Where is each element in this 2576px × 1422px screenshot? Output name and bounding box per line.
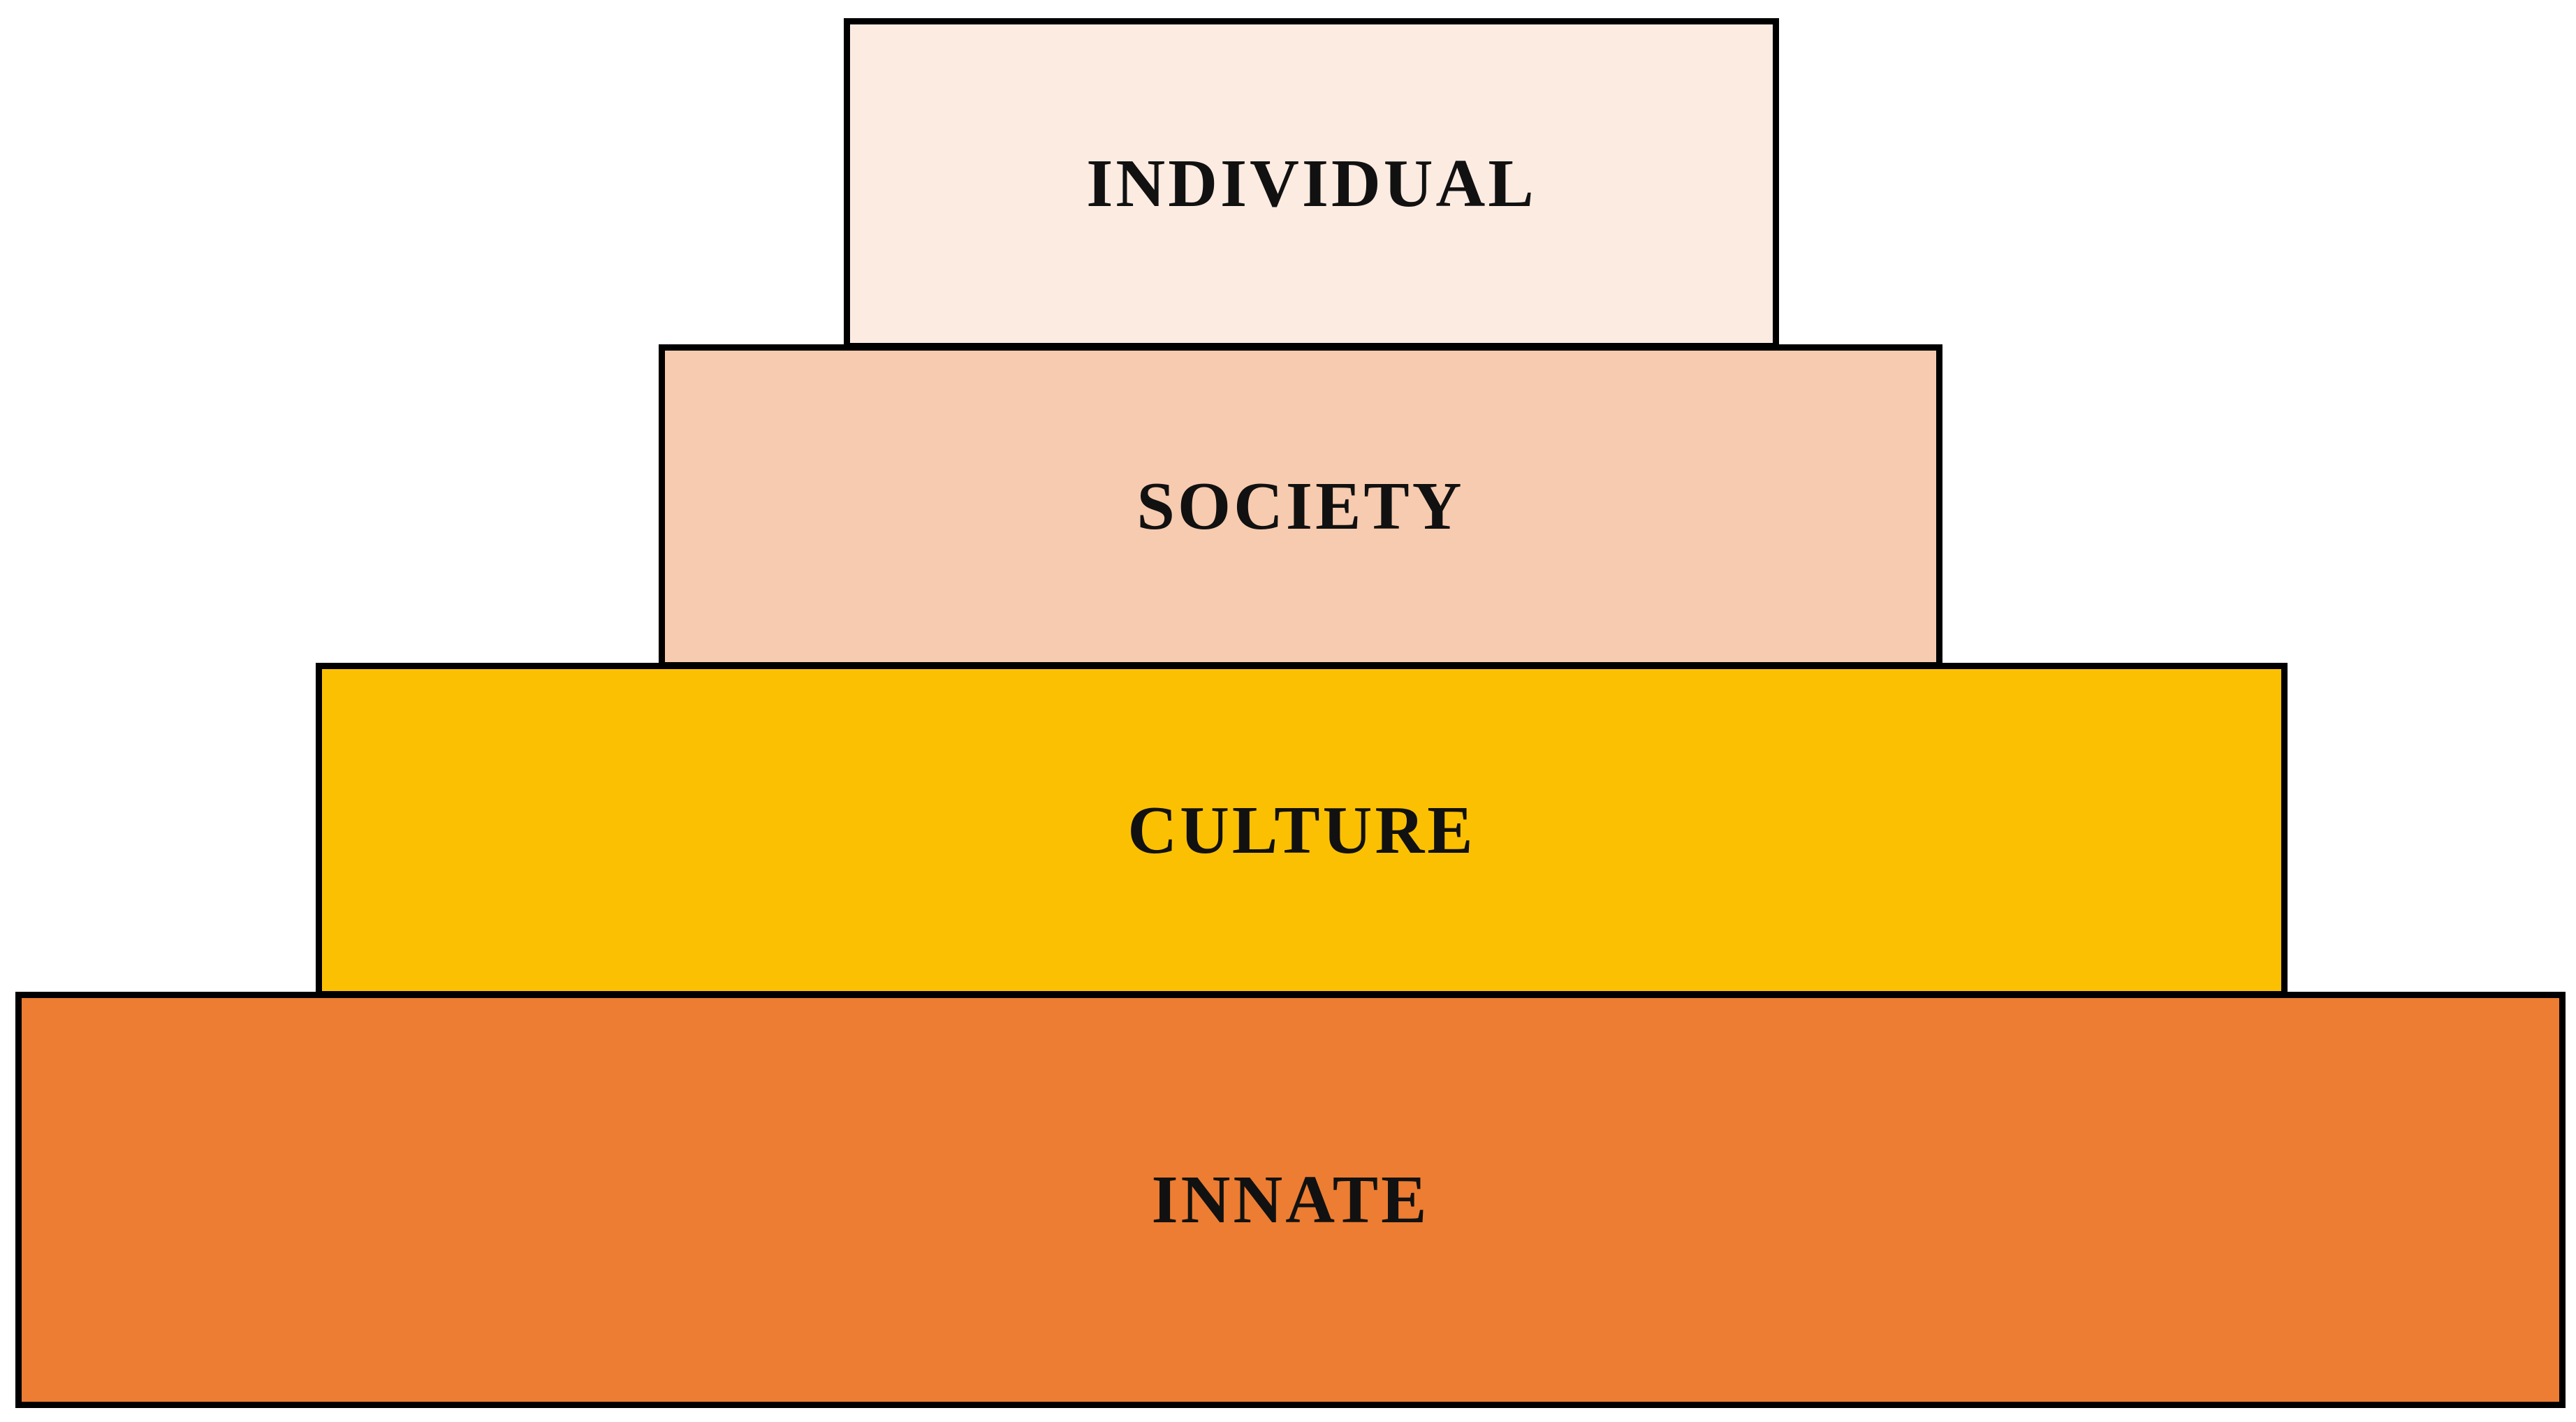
layer-culture: CULTURE xyxy=(316,663,2288,997)
layer-society-label: SOCIETY xyxy=(1136,469,1465,544)
layer-culture-label: CULTURE xyxy=(1127,792,1476,868)
layer-society: SOCIETY xyxy=(659,344,1942,668)
layer-individual: INDIVIDUAL xyxy=(844,18,1779,349)
layer-individual-label: INDIVIDUAL xyxy=(1086,146,1537,221)
layer-innate: INNATE xyxy=(15,992,2566,1408)
layer-innate-label: INNATE xyxy=(1151,1162,1430,1238)
